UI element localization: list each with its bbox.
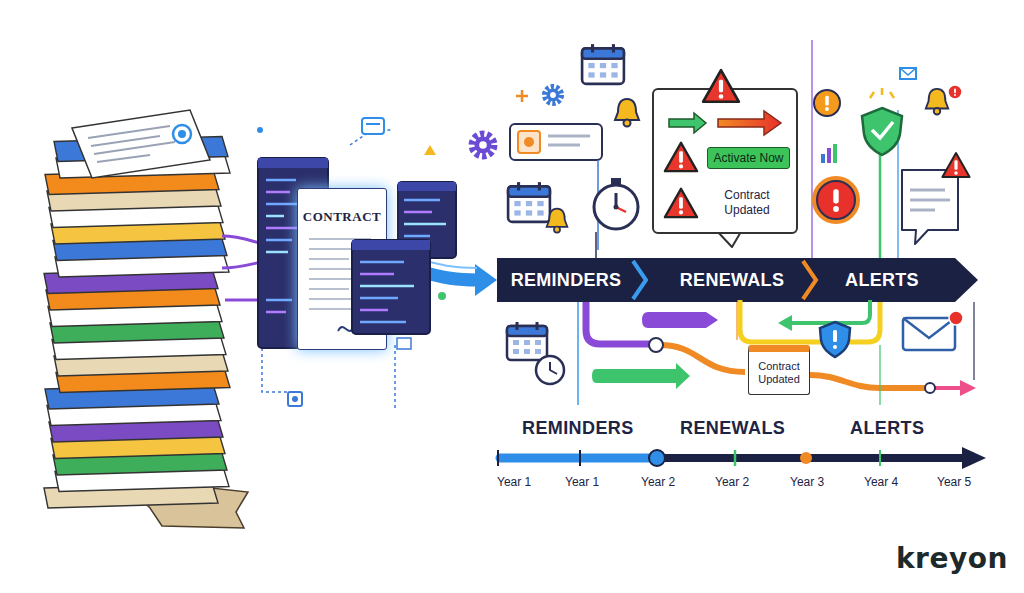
- timeline-segment: RENEWALS: [652, 258, 812, 302]
- year-label: Year 5: [937, 475, 971, 489]
- watermark: kreyon: [896, 542, 1008, 575]
- contract-document: CONTRACT: [297, 188, 387, 350]
- timeline-segment: REMINDERS: [497, 258, 635, 302]
- node-text: REMINDERS: [511, 270, 622, 291]
- node-text: Contract Updated: [752, 360, 806, 385]
- timeline-label: ALERTS: [850, 418, 924, 439]
- year-label: Year 1: [497, 475, 531, 489]
- node-text: CONTRACT: [303, 209, 381, 225]
- update-card: Contract Updated: [748, 345, 810, 395]
- node-text: ALERTS: [845, 270, 919, 291]
- year-label: Year 2: [641, 475, 675, 489]
- node-text: Contract Updated: [712, 188, 782, 218]
- node-text: RENEWALS: [680, 270, 784, 291]
- activate-button: Activate Now: [707, 147, 789, 169]
- alert-callout: Contract Updated Activate Now: [652, 88, 798, 234]
- year-label: Year 3: [790, 475, 824, 489]
- timeline-label: REMINDERS: [522, 418, 634, 439]
- timeline-label: RENEWALS: [680, 418, 785, 439]
- timeline-segment: ALERTS: [815, 258, 949, 302]
- year-label: Year 2: [715, 475, 749, 489]
- year-label: Year 4: [864, 475, 898, 489]
- node-text: Activate Now: [713, 151, 783, 165]
- year-label: Year 1: [565, 475, 599, 489]
- flow-arrow: [387, 257, 497, 296]
